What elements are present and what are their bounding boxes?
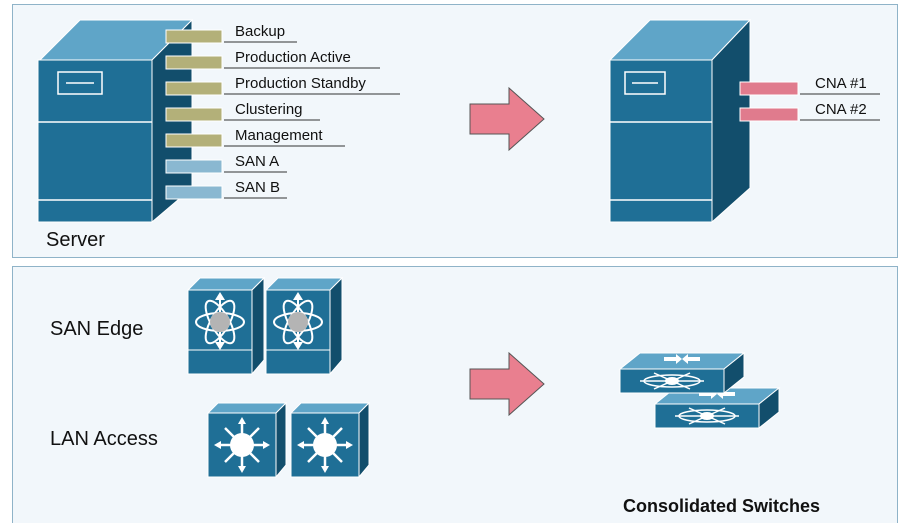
- lan-access-switch-2: [289, 401, 371, 479]
- san-edge-switch-2: [265, 277, 343, 375]
- consolidated-switch-front: [619, 352, 745, 394]
- san-edge-label: SAN Edge: [50, 318, 144, 340]
- san-adapter-a: [165, 159, 287, 174]
- nic-label-production-active: Production Active: [235, 49, 351, 66]
- nic-label-san-a: SAN A: [235, 153, 280, 170]
- transition-arrow-bottom: [469, 351, 545, 417]
- lan-adapter-production-active: [165, 55, 380, 70]
- nic-label-management: Management: [235, 127, 323, 144]
- consolidated-switch-back: [654, 387, 780, 429]
- cna-adapter-1: [739, 81, 880, 96]
- server-caption: Server: [46, 229, 105, 251]
- san-edge-switch-1: [187, 277, 265, 375]
- cna-adapter-2: [739, 107, 880, 122]
- cna-label-2: CNA #2: [815, 101, 867, 118]
- lan-adapter-clustering: [165, 107, 320, 122]
- transition-arrow-top: [469, 86, 545, 152]
- nic-label-clustering: Clustering: [235, 101, 303, 118]
- lan-adapter-management: [165, 133, 345, 148]
- nic-label-production-standby: Production Standby: [235, 75, 366, 92]
- lan-adapter-production-standby: [165, 81, 400, 96]
- cna-label-1: CNA #1: [815, 75, 867, 92]
- nic-label-san-b: SAN B: [235, 179, 281, 196]
- server-after: [608, 18, 752, 224]
- nic-label-backup: Backup: [235, 23, 286, 40]
- lan-access-switch-1: [206, 401, 288, 479]
- consolidated-switches-label: Consolidated Switches: [623, 496, 821, 516]
- lan-adapter-backup: [165, 29, 297, 44]
- lan-access-label: LAN Access: [50, 428, 158, 450]
- san-adapter-b: [165, 185, 287, 200]
